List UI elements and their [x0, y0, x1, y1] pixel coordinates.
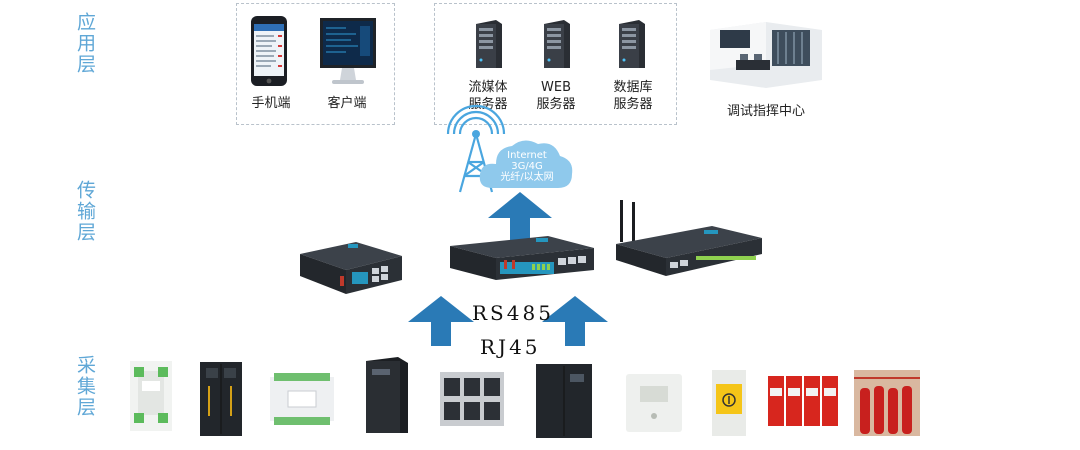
layer-label-transport: 传输层: [74, 180, 96, 243]
surge-protector-icon: [768, 376, 838, 426]
rs485-uplink-arrow-icon: [408, 296, 474, 346]
server-icon: [476, 20, 502, 68]
precision-ac-icon: [536, 364, 592, 438]
control-center-label: 调试指挥中心: [726, 104, 805, 119]
streaming-server-label: 流媒体 服务器: [468, 80, 508, 112]
protocol-rs485-label: RS485: [472, 301, 554, 325]
temperature-humidity-sensor-icon: [626, 374, 682, 432]
cloud-text: Internet 3G/4G 光纤/以太网: [488, 150, 566, 183]
protocol-rj45-label: RJ45: [480, 335, 541, 359]
layer-label-application: 应用层: [74, 12, 96, 75]
control-room-icon: [710, 22, 822, 88]
ups-icon: [366, 357, 408, 433]
rack-gateway-icon: [450, 236, 594, 280]
io-module-icon: [270, 373, 334, 425]
antenna-host-icon: [616, 200, 762, 276]
transducer-module-icon: [130, 361, 172, 431]
uplink-arrow-icon: [488, 192, 552, 240]
web-server-label: WEB 服务器: [536, 80, 576, 112]
layer-label-collection: 采集层: [74, 355, 96, 418]
client-group-box: [236, 3, 395, 125]
power-cabinet-icon: [200, 362, 242, 436]
cloud-icon: [479, 140, 573, 188]
router-gateway-icon: [300, 242, 402, 294]
smartphone-label: 手机端: [251, 96, 291, 111]
smartphone-icon: [251, 16, 287, 86]
cloud-line-mobile: 3G/4G: [511, 161, 543, 172]
server-icon: [619, 20, 645, 68]
desktop-client-label: 客户端: [327, 96, 367, 111]
cloud-line-fiber: 光纤/以太网: [500, 172, 554, 183]
cloud-line-internet: Internet: [507, 150, 547, 161]
database-server-label: 数据库 服务器: [613, 80, 653, 112]
battery-bank-icon: [440, 372, 504, 426]
server-group-box: [434, 3, 677, 125]
desktop-monitor-icon: [320, 18, 376, 84]
water-leak-detector-icon: [712, 370, 746, 436]
server-icon: [544, 20, 570, 68]
fire-extinguisher-system-icon: [854, 370, 920, 436]
rj45-uplink-arrow-icon: [542, 296, 608, 346]
